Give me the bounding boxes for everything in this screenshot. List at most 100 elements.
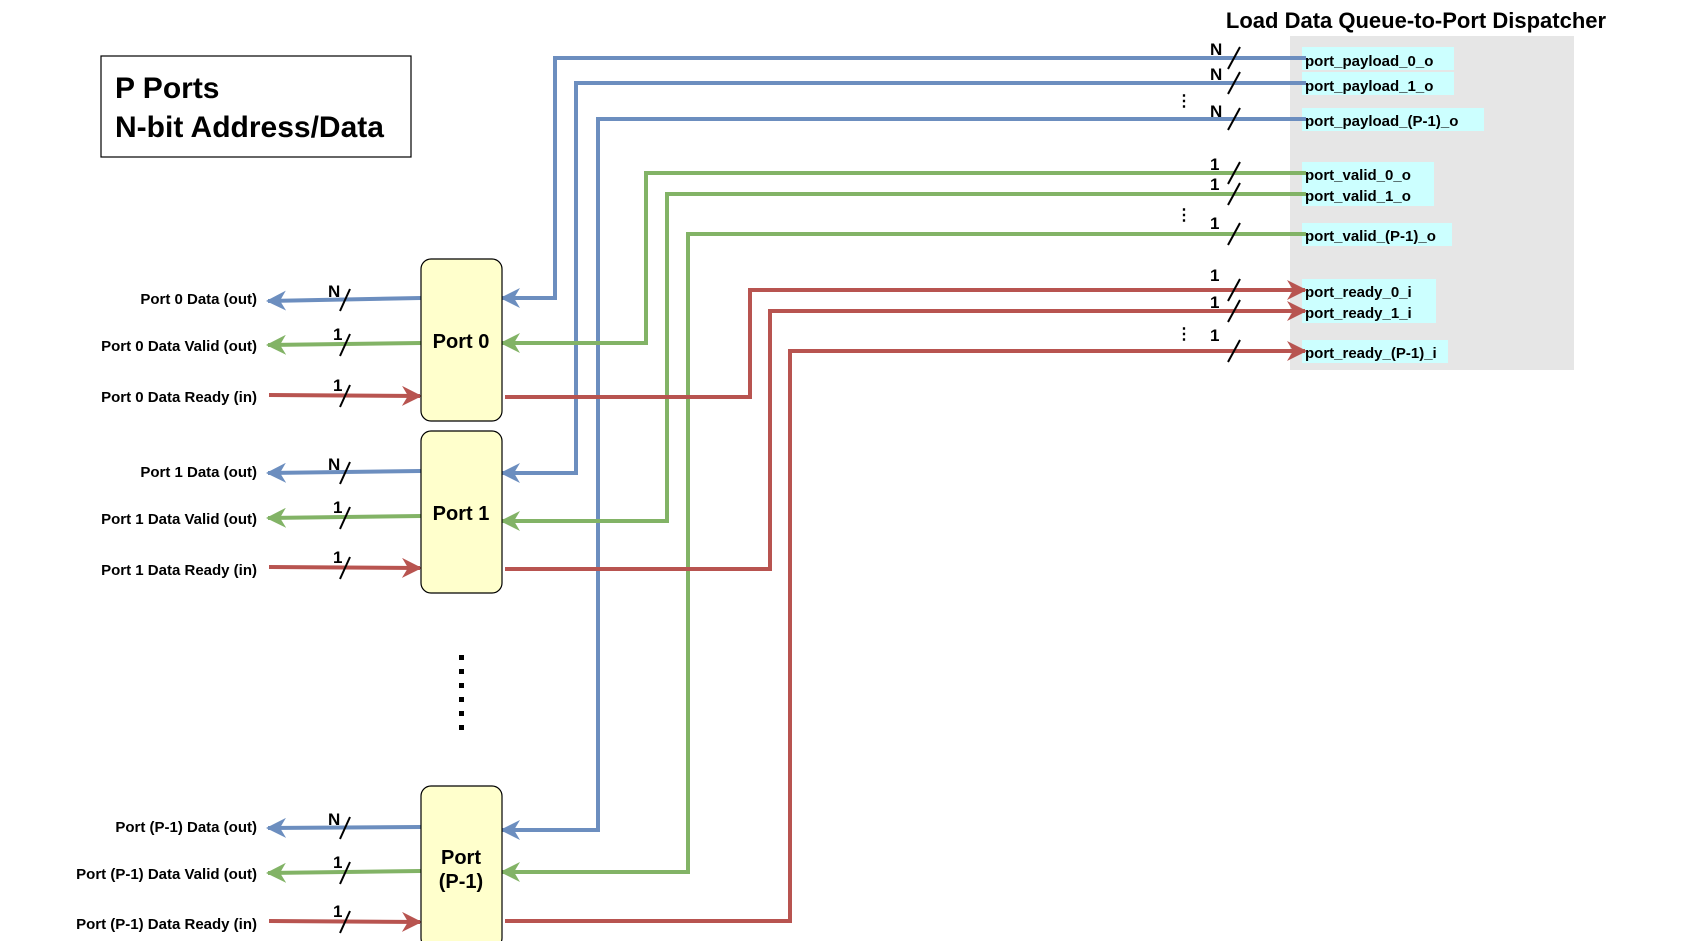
port-label-1: Port 1 <box>433 503 490 525</box>
bus-slash <box>1227 46 1241 70</box>
port-ellipsis <box>459 655 464 730</box>
port-ready-width: 1 <box>333 376 342 395</box>
signal-bg <box>1302 340 1448 363</box>
signal-bg <box>1302 162 1434 185</box>
payload-wire-1 <box>500 81 1306 483</box>
bus-slash <box>339 461 351 485</box>
ellipsis-dot <box>459 683 464 688</box>
bus-slash <box>339 816 351 840</box>
port-block-1 <box>420 430 503 594</box>
bus-width-ready-0: 1 <box>1210 266 1219 285</box>
bus-slash <box>1227 182 1241 206</box>
bus-width-payload-0: N <box>1210 40 1222 59</box>
port-data-out-label: Port 1 Data (out) <box>140 464 257 481</box>
port-ready-width: 1 <box>333 902 342 921</box>
bus-slash <box>1227 107 1241 131</box>
ready-wire-last <box>505 341 1307 923</box>
port-valid-out-label: Port 0 Data Valid (out) <box>101 338 257 355</box>
bus-width-valid-last: 1 <box>1210 214 1219 233</box>
signal-label-ready-last: port_ready_(P-1)_i <box>1305 345 1437 362</box>
port-data-width: N <box>328 455 340 474</box>
ellipsis-dot <box>459 697 464 702</box>
bus-width-ready-1: 1 <box>1210 293 1219 312</box>
port-valid-out-label: Port (P-1) Data Valid (out) <box>76 866 257 883</box>
bus-slash <box>339 556 351 580</box>
parameter-note-box <box>100 55 412 158</box>
signal-label-valid-0: port_valid_0_o <box>1305 167 1411 184</box>
bus-slash <box>339 384 351 408</box>
port-label-last-line1: Port <box>441 847 481 869</box>
ready-wires <box>505 280 1307 923</box>
bus-width-valid-1: 1 <box>1210 175 1219 194</box>
signal-bg <box>1302 183 1434 206</box>
ellipsis-dot <box>459 711 464 716</box>
bus-slash <box>339 910 351 934</box>
bus-width-valid-0: 1 <box>1210 155 1219 174</box>
signal-label-ready-0: port_ready_0_i <box>1305 284 1412 301</box>
port-valid-width: 1 <box>333 853 342 872</box>
port-block-0 <box>420 258 503 422</box>
bus-slash <box>1227 71 1241 95</box>
signal-label-payload-last: port_payload_(P-1)_o <box>1305 113 1458 130</box>
valid-wire-last <box>500 232 1306 882</box>
note-line-ports: P Ports <box>115 72 220 105</box>
port-ready-in-label: Port 1 Data Ready (in) <box>101 562 257 579</box>
note-line-width: N-bit Address/Data <box>115 111 384 144</box>
valid-wire-0 <box>500 171 1306 353</box>
port-data-width: N <box>328 282 340 301</box>
payload-wire-last <box>500 117 1306 840</box>
payload-wires <box>500 56 1306 840</box>
port-group-0: N 1 1 Port 0 Data (out) Port 0 Data Vali… <box>101 258 503 422</box>
valid-wire-1 <box>500 192 1306 531</box>
ellipsis-dot <box>459 725 464 730</box>
signal-bg <box>1302 47 1454 70</box>
port-valid-out-label: Port 1 Data Valid (out) <box>101 511 257 528</box>
port-group-1: N 1 1 Port 1 Data (out) Port 1 Data Vali… <box>101 430 503 594</box>
port-label-0: Port 0 <box>433 331 490 353</box>
port-label-last-line2: (P-1) <box>439 871 483 893</box>
port-ready-width: 1 <box>333 548 342 567</box>
bus-slash <box>1227 299 1241 323</box>
ellipsis-dot <box>459 669 464 674</box>
bus-slash <box>1227 161 1241 185</box>
dispatcher-bus-widths: N N N 1 1 1 1 1 1 <box>1210 40 1241 363</box>
valid-wires <box>500 171 1306 882</box>
bus-width-payload-last: N <box>1210 102 1222 121</box>
signal-label-ready-1: port_ready_1_i <box>1305 305 1412 322</box>
port-data-out-label: Port 0 Data (out) <box>140 291 257 308</box>
port-block-last <box>420 785 503 941</box>
port-valid-width: 1 <box>333 498 342 517</box>
signal-bg <box>1302 223 1452 246</box>
bus-slash <box>339 288 351 312</box>
signal-label-payload-1: port_payload_1_o <box>1305 78 1433 95</box>
bus-slash <box>339 506 351 530</box>
signal-bg <box>1302 108 1484 131</box>
port-group-last: N 1 1 Port (P-1) Data (out) Port (P-1) D… <box>76 785 503 941</box>
payload-wire-0 <box>500 56 1306 308</box>
signal-bg <box>1302 72 1454 95</box>
diagram-title: Load Data Queue-to-Port Dispatcher <box>1226 8 1607 33</box>
signal-label-valid-1: port_valid_1_o <box>1305 188 1411 205</box>
bus-slash <box>1227 222 1241 246</box>
ready-wire-1 <box>505 301 1307 571</box>
ellipsis-dot <box>459 655 464 660</box>
ellipsis-valid: ⋮ <box>1176 207 1192 224</box>
signal-bg <box>1302 300 1436 323</box>
port-ready-in-label: Port 0 Data Ready (in) <box>101 389 257 406</box>
bus-slash <box>339 861 351 885</box>
bus-width-ready-last: 1 <box>1210 326 1219 345</box>
bus-slash <box>1227 339 1241 363</box>
bus-slash <box>339 333 351 357</box>
ellipsis-payload: ⋮ <box>1176 93 1192 110</box>
ready-wire-0 <box>505 280 1307 399</box>
port-ready-in-label: Port (P-1) Data Ready (in) <box>76 916 257 933</box>
ellipsis-ready: ⋮ <box>1176 326 1192 343</box>
signal-label-valid-last: port_valid_(P-1)_o <box>1305 228 1436 245</box>
port-data-out-label: Port (P-1) Data (out) <box>115 819 257 836</box>
port-data-width: N <box>328 810 340 829</box>
bus-slash <box>1227 278 1241 302</box>
signal-label-payload-0: port_payload_0_o <box>1305 53 1433 70</box>
bus-width-payload-1: N <box>1210 65 1222 84</box>
dispatcher-signal-labels: port_payload_0_o port_payload_1_o port_p… <box>1302 47 1484 363</box>
